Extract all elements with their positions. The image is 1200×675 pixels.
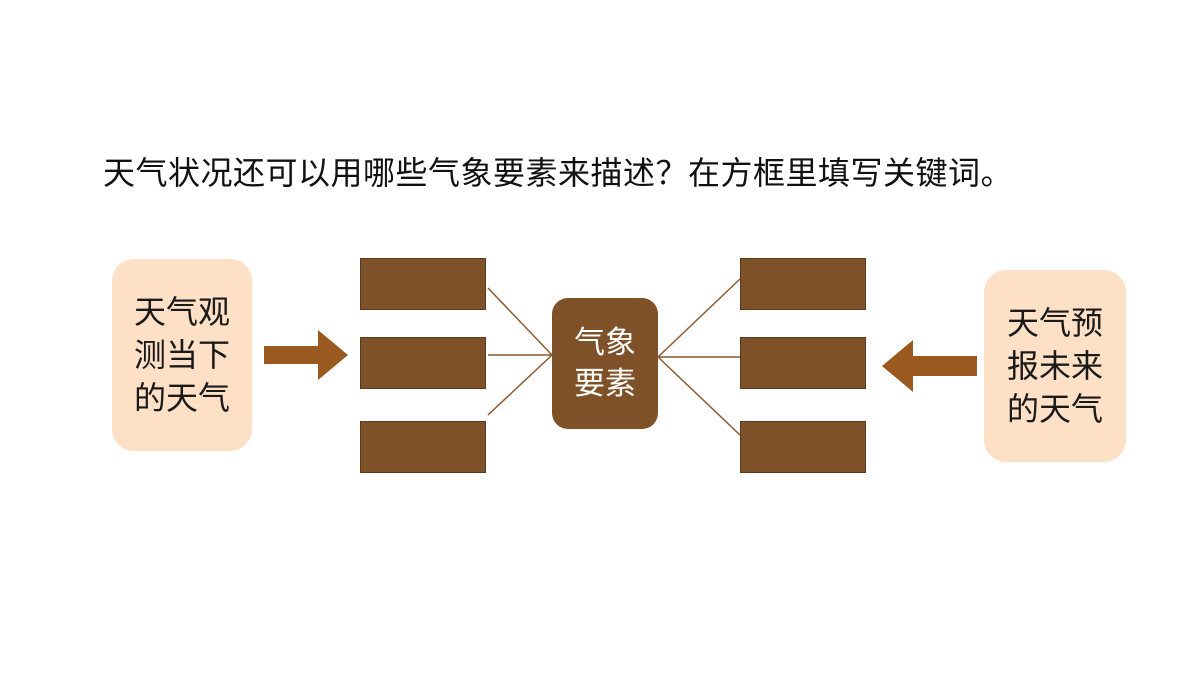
connector-line-left-bottom (487, 354, 553, 416)
right-box-label: 天气预报未来的天气 (1006, 303, 1103, 428)
answer-slot-left-1[interactable] (360, 258, 486, 310)
connector-line-right-top (657, 278, 741, 358)
left-box-label: 天气观测当下的天气 (133, 292, 230, 417)
right-arrow-icon (882, 340, 977, 392)
answer-slot-right-3[interactable] (740, 421, 866, 473)
left-box-weather-observation: 天气观测当下的天气 (112, 259, 252, 451)
answer-slot-right-2[interactable] (740, 337, 866, 389)
center-box-label: 气象要素 (574, 324, 636, 402)
answer-slot-right-1[interactable] (740, 258, 866, 310)
right-box-weather-forecast: 天气预报未来的天气 (984, 270, 1126, 462)
left-arrow-icon (264, 330, 348, 380)
answer-slot-left-2[interactable] (360, 337, 486, 389)
connector-line-left-top (487, 287, 553, 356)
answer-slot-left-3[interactable] (360, 421, 486, 473)
question-text: 天气状况还可以用哪些气象要素来描述？在方框里填写关键词。 (103, 154, 1014, 192)
center-box-meteorological-elements: 气象要素 (552, 298, 658, 429)
connector-line-right-bottom (657, 356, 741, 436)
